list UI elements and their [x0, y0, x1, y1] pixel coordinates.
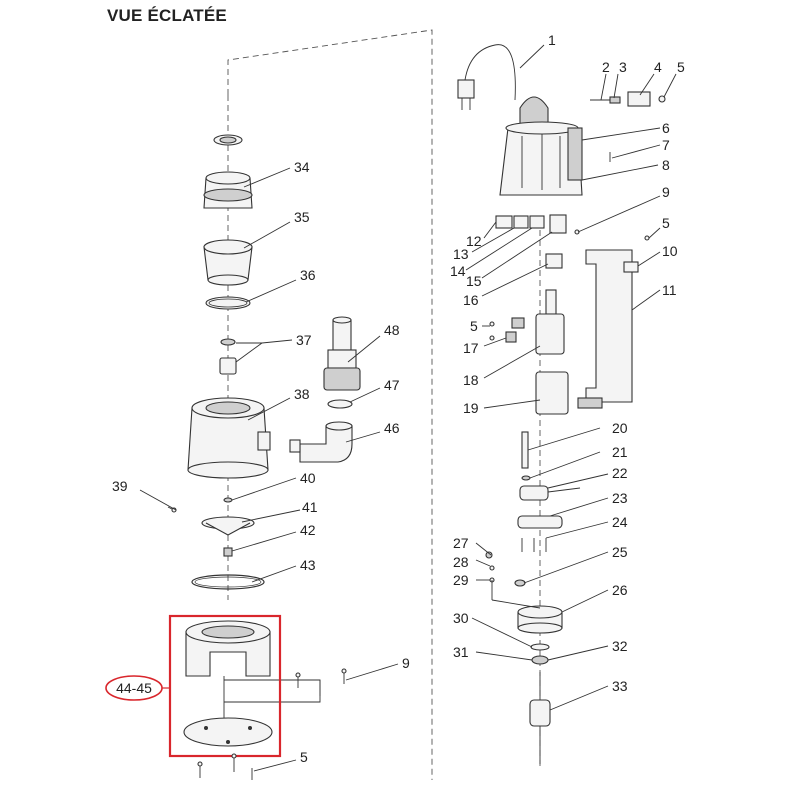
- part-17-18-float: [489, 289, 565, 355]
- callout-37: 37: [296, 332, 312, 348]
- callout-12: 12: [466, 233, 482, 249]
- callout-20: 20: [612, 420, 628, 436]
- callout-5b: 5: [662, 215, 670, 231]
- callout-27: 27: [453, 535, 469, 551]
- part-12-16-switch-parts: [495, 214, 580, 269]
- callout-29: 29: [453, 572, 469, 588]
- callout-41: 41: [302, 499, 318, 515]
- part-40-washer: [223, 497, 233, 503]
- part-44-base: [185, 620, 271, 677]
- callout-34: 34: [294, 159, 310, 175]
- part-36-o-ring: [205, 296, 251, 310]
- callout-8: 8: [662, 157, 670, 173]
- part-47-seal: [327, 399, 353, 409]
- highlight-callout-44-45: 44-45: [105, 675, 170, 701]
- callout-33: 33: [612, 678, 628, 694]
- callout-48: 48: [384, 322, 400, 338]
- part-9-screws: [295, 668, 347, 696]
- callout-18: 18: [463, 372, 479, 388]
- callout-3: 3: [619, 59, 627, 75]
- part-5-screws-bottom: [197, 753, 253, 780]
- callout-17: 17: [463, 340, 479, 356]
- callout-42: 42: [300, 522, 316, 538]
- part-43-gasket: [191, 574, 265, 590]
- callout-7: 7: [662, 137, 670, 153]
- part-26-motor-flange: [517, 605, 563, 634]
- callout-14: 14: [450, 263, 466, 279]
- callout-25: 25: [612, 544, 628, 560]
- callout-6: 6: [662, 120, 670, 136]
- part-45-base-plate: [183, 676, 321, 747]
- callout-19: 19: [463, 400, 479, 416]
- part-25-seal: [514, 579, 526, 587]
- part-41-impeller: [201, 516, 255, 536]
- callout-5c: 5: [470, 318, 478, 334]
- part-1-power-cable: [457, 44, 516, 110]
- leader-lines: [139, 44, 677, 772]
- callout-21: 21: [612, 444, 628, 460]
- part-11-float-housing: [577, 235, 650, 409]
- part-34-ring: [213, 134, 243, 146]
- callout-46: 46: [384, 420, 400, 436]
- part-23-24-bracket: [517, 515, 563, 552]
- part-46-elbow: [289, 421, 353, 463]
- part-27-29-small-parts: [485, 551, 495, 583]
- callout-31: 31: [453, 644, 469, 660]
- highlight-box-44-45: [168, 614, 282, 758]
- callout-22: 22: [612, 465, 628, 481]
- callout-5a: 5: [677, 59, 685, 75]
- part-48-hose-connector: [323, 316, 361, 391]
- callout-9b: 9: [402, 655, 410, 671]
- callout-35: 35: [294, 209, 310, 225]
- callout-10: 10: [662, 243, 678, 259]
- callout-5d: 5: [300, 749, 308, 765]
- callout-28: 28: [453, 554, 469, 570]
- part-38-pump-housing: [187, 397, 271, 479]
- part-30-32-bearings: [530, 643, 550, 665]
- part-34-coupling: [203, 171, 253, 209]
- callout-labels: 1 2 3 4 5 6 7 8 9 5 10 11 12 13 14 15 16…: [112, 32, 685, 765]
- callout-26: 26: [612, 582, 628, 598]
- part-42-nut: [223, 547, 233, 557]
- part-19-float-cover: [535, 371, 569, 415]
- assembly-guide-lines: [227, 29, 541, 780]
- callout-44-45: 44-45: [116, 680, 152, 696]
- callout-39: 39: [112, 478, 128, 494]
- callout-32: 32: [612, 638, 628, 654]
- callout-30: 30: [453, 610, 469, 626]
- callout-47: 47: [384, 377, 400, 393]
- callout-23: 23: [612, 490, 628, 506]
- part-6-motor-cover: [499, 96, 583, 196]
- part-20-shaft: [521, 431, 529, 469]
- callout-2: 2: [602, 59, 610, 75]
- callout-1: 1: [548, 32, 556, 48]
- callout-16: 16: [463, 292, 479, 308]
- callout-24: 24: [612, 514, 628, 530]
- part-37-valve: [219, 338, 237, 375]
- part-35-filter-cup: [203, 239, 253, 286]
- callout-38: 38: [294, 386, 310, 402]
- callout-15: 15: [466, 273, 482, 289]
- callout-11: 11: [662, 282, 677, 298]
- part-33-rotor: [529, 672, 551, 764]
- callout-9a: 9: [662, 184, 670, 200]
- callout-43: 43: [300, 557, 316, 573]
- part-21-22-capacitor: [519, 475, 581, 501]
- callout-40: 40: [300, 470, 316, 486]
- callout-4: 4: [654, 59, 662, 75]
- page-title: VUE ÉCLATÉE: [107, 6, 227, 25]
- callout-13: 13: [453, 246, 469, 262]
- callout-36: 36: [300, 267, 316, 283]
- part-2-3-4-handle: [590, 91, 666, 162]
